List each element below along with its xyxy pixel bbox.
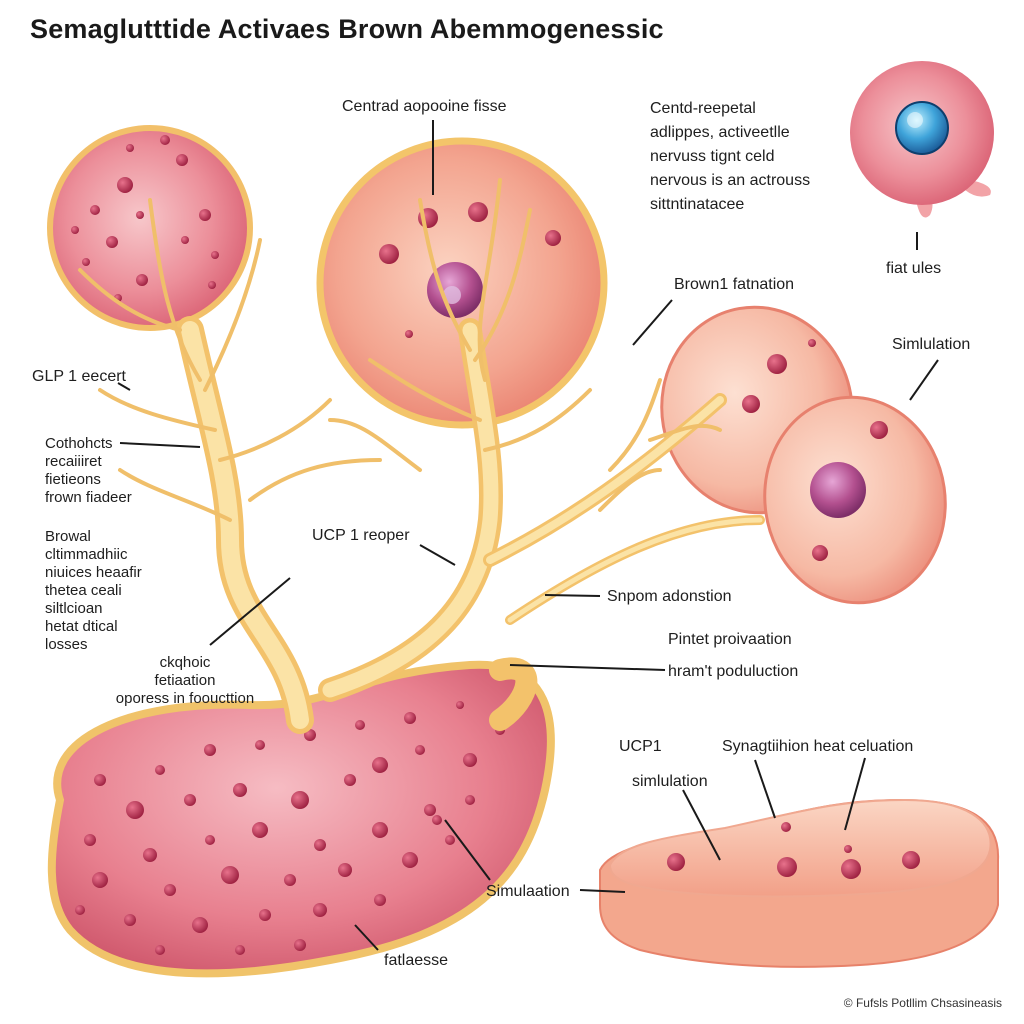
label-simulation-low: Simulaation xyxy=(486,883,570,900)
adipocyte-cell-left xyxy=(47,125,253,331)
label-glp1: GLP 1 eecert xyxy=(32,368,126,385)
page-title: Semaglutttide Activaes Brown Abemmogenes… xyxy=(30,14,664,44)
label-protein: Pintet proivaation xyxy=(668,631,792,648)
label-ucp1-small: UCP1 xyxy=(619,738,662,755)
brown-adipocyte-oval-2 xyxy=(763,395,947,605)
label-fat-ules: fiat ules xyxy=(886,260,942,277)
stem-cell-icon xyxy=(850,61,994,218)
label-fat-base: fatlaesse xyxy=(384,952,449,969)
label-central-adipose: Centrad aopooine fisse xyxy=(342,98,507,115)
leader-lines xyxy=(117,120,939,951)
label-brown-block: Browal cltimmadhiic niuices heaafir thet… xyxy=(45,528,142,653)
label-synagtion: Synagtiihion heat celuation xyxy=(722,738,914,755)
label-stimulation-top: Simlulation xyxy=(892,336,971,353)
central-adipocyte-cell xyxy=(316,137,608,429)
tissue-slab xyxy=(599,798,1000,968)
image-credit: © Fufsls Potllim Chsasineasis xyxy=(843,996,1002,1010)
label-ckqhoic: ckqhoic fetiaation oporess in fooucttion xyxy=(115,654,255,707)
label-brown-fat: Brown1 fatnation xyxy=(674,276,795,293)
label-ucp1-receptor: UCP 1 reoper xyxy=(312,527,410,544)
label-cotholicts: Cothohcts recaiiiret fietieons frown fia… xyxy=(45,435,132,506)
label-central-receptal: Centd-reepetal adlippes, activeetlle ner… xyxy=(650,100,811,213)
label-heat-production: hram't poduluction xyxy=(668,663,799,680)
label-stimulation-mid: simlulation xyxy=(632,773,708,790)
nerve-tree xyxy=(78,178,765,734)
muscle-tissue xyxy=(47,660,555,978)
label-snpom: Snpom adonstion xyxy=(607,588,732,605)
